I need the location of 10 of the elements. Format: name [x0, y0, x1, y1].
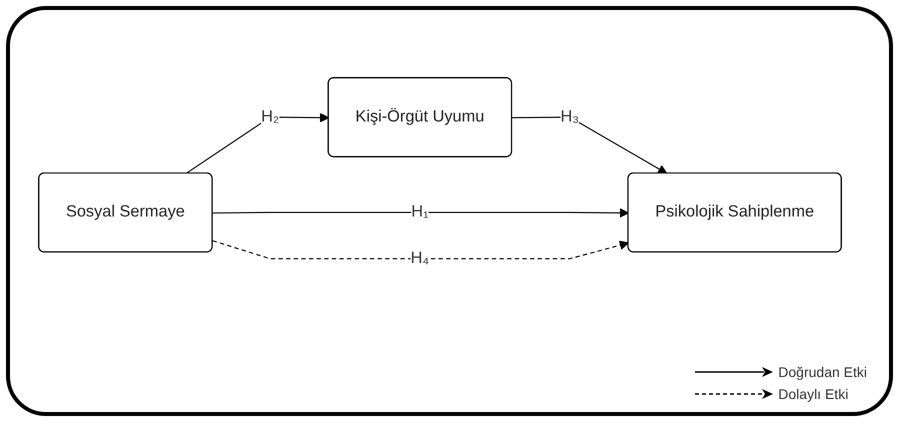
- arrow: [512, 116, 668, 174]
- legend-label: Dolaylı Etki: [778, 386, 848, 402]
- edge-label: H₄: [410, 248, 430, 267]
- arrow: [186, 112, 330, 174]
- edge-label: H₁: [411, 202, 429, 221]
- arrow: [212, 208, 629, 218]
- edge-label: H₂: [261, 106, 280, 126]
- arrow: [212, 240, 629, 259]
- legend-label: Doğrudan Etki: [778, 364, 867, 380]
- edge-label: H₃: [560, 106, 579, 126]
